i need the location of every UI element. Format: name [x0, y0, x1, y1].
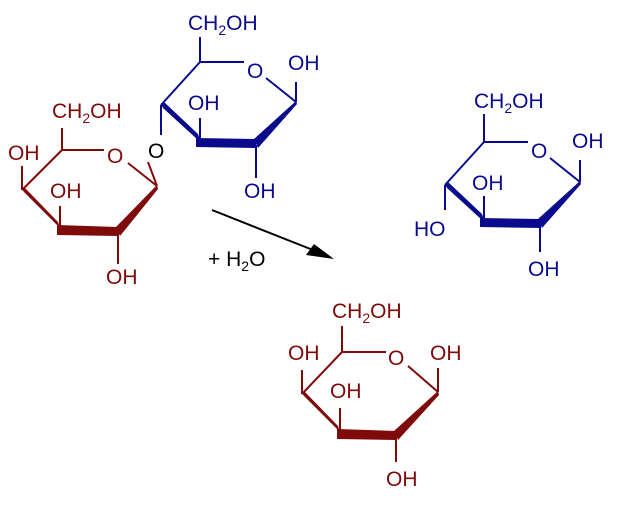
c3-oh-label: OH	[188, 92, 220, 115]
product-glucose	[444, 114, 581, 252]
anomeric-oh-label: OH	[288, 52, 320, 75]
glycosidic-oxygen-label: O	[148, 140, 164, 163]
ring-oxygen-label: O	[247, 60, 263, 83]
c2-oh-label: OH	[106, 266, 138, 289]
c3-oh-label: OH	[472, 172, 504, 195]
lactose-galactose-unit	[21, 128, 158, 264]
ch2oh-label: CH2OH	[188, 12, 258, 38]
c3-oh-label: OH	[50, 180, 82, 203]
product-glucose-labels: CH2OH O OH OH HO OH	[414, 90, 604, 281]
c4-ho-label: HO	[414, 218, 446, 241]
ch2oh-label: CH2OH	[52, 100, 122, 126]
ch2oh-label: CH2OH	[332, 300, 402, 326]
ch2oh-label: CH2OH	[474, 90, 544, 116]
lactose-glucose-labels: CH2OH O OH OH OH	[188, 12, 320, 203]
c3-oh-label: OH	[330, 380, 362, 403]
ring-oxygen-label: O	[388, 347, 404, 370]
c2-oh-label: OH	[528, 258, 560, 281]
product-galactose-front-edge	[302, 391, 439, 440]
anomeric-oh-label: OH	[430, 342, 462, 365]
product-glucose-front-edge	[445, 181, 581, 228]
c4-oh-label: OH	[288, 342, 320, 365]
c4-oh-label: OH	[8, 142, 40, 165]
ring-oxygen-label: O	[531, 140, 547, 163]
ring-oxygen-label: O	[107, 145, 123, 168]
product-galactose	[301, 326, 439, 462]
reaction-arrow	[211, 209, 334, 259]
lactose-glucose-front-edge	[161, 101, 297, 148]
lactose-glucose-unit	[160, 37, 297, 178]
c2-oh-label: OH	[386, 468, 418, 491]
lactose-galactose-labels: CH2OH O OH OH OH	[8, 100, 138, 289]
c2-oh-label: OH	[244, 180, 276, 203]
anomeric-oh-label: OH	[572, 130, 604, 153]
product-galactose-labels: CH2OH O OH OH OH OH	[288, 300, 462, 491]
lactose-galactose-front-edge	[22, 185, 158, 236]
water-reagent-label: + H2O	[208, 248, 265, 274]
